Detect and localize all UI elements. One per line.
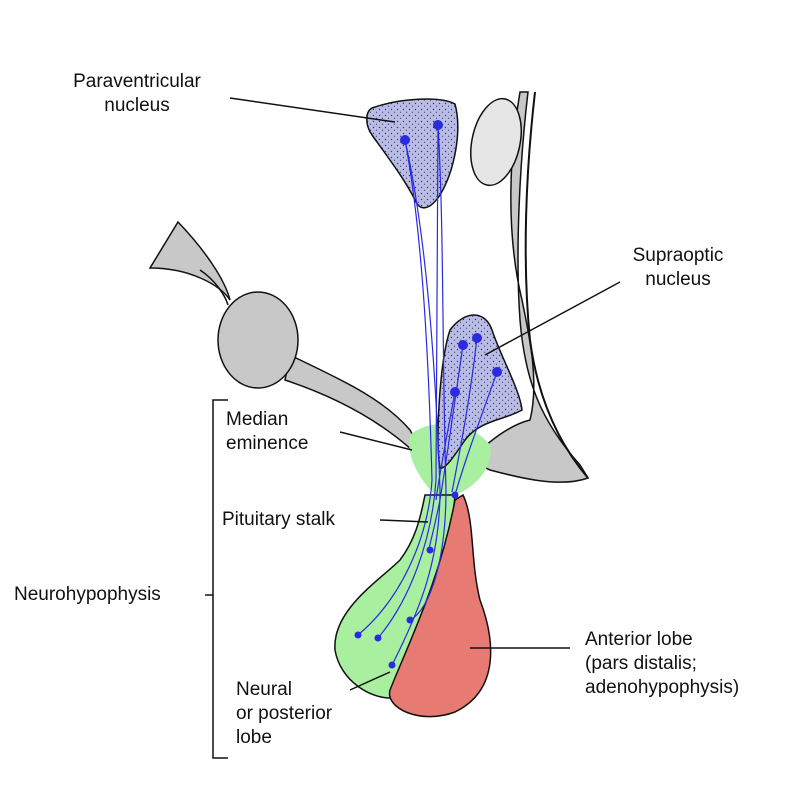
label-supraoptic-line1: Supraoptic	[632, 245, 724, 266]
label-neurohypophysis: Neurohypophysis	[14, 584, 161, 605]
label-anterior-lobe-line2: (pars distalis;	[585, 653, 697, 674]
label-paraventricular-line1: Paraventricular	[73, 71, 201, 92]
label-median-eminence: Median eminence	[226, 408, 308, 456]
fornix-oval	[470, 97, 522, 187]
axon-tracts	[357, 124, 498, 666]
label-supraoptic: Supraoptic nucleus	[618, 244, 738, 292]
neurohypophysis-bracket	[205, 399, 228, 759]
optic-chiasm-structure	[148, 220, 231, 301]
label-neural-lobe: Neural or posterior lobe	[236, 678, 332, 750]
third-ventricle-wall	[468, 91, 590, 483]
label-supraoptic-line2: nucleus	[645, 269, 711, 290]
mammillary-body	[217, 291, 299, 389]
label-paraventricular: Paraventricular nucleus	[42, 70, 232, 118]
neuron-cells	[400, 120, 502, 397]
label-neural-lobe-line2: or posterior	[236, 703, 333, 724]
leader-lines	[229, 97, 621, 691]
label-pituitary-stalk: Pituitary stalk	[222, 509, 335, 530]
label-anterior-lobe: Anterior lobe (pars distalis; adenohypop…	[585, 628, 739, 700]
label-neural-lobe-line1: Neural	[236, 679, 292, 700]
label-anterior-lobe-line1: Anterior lobe	[585, 629, 693, 650]
label-anterior-lobe-line3: adenohypophysis)	[585, 677, 740, 698]
label-neural-lobe-line3: lobe	[236, 727, 272, 748]
axon-terminals	[354, 491, 459, 669]
label-median-eminence-line1: Median	[226, 409, 289, 430]
label-median-eminence-line2: eminence	[226, 433, 309, 454]
paraventricular-nucleus-shape	[366, 98, 459, 209]
label-paraventricular-line2: nucleus	[104, 95, 170, 116]
